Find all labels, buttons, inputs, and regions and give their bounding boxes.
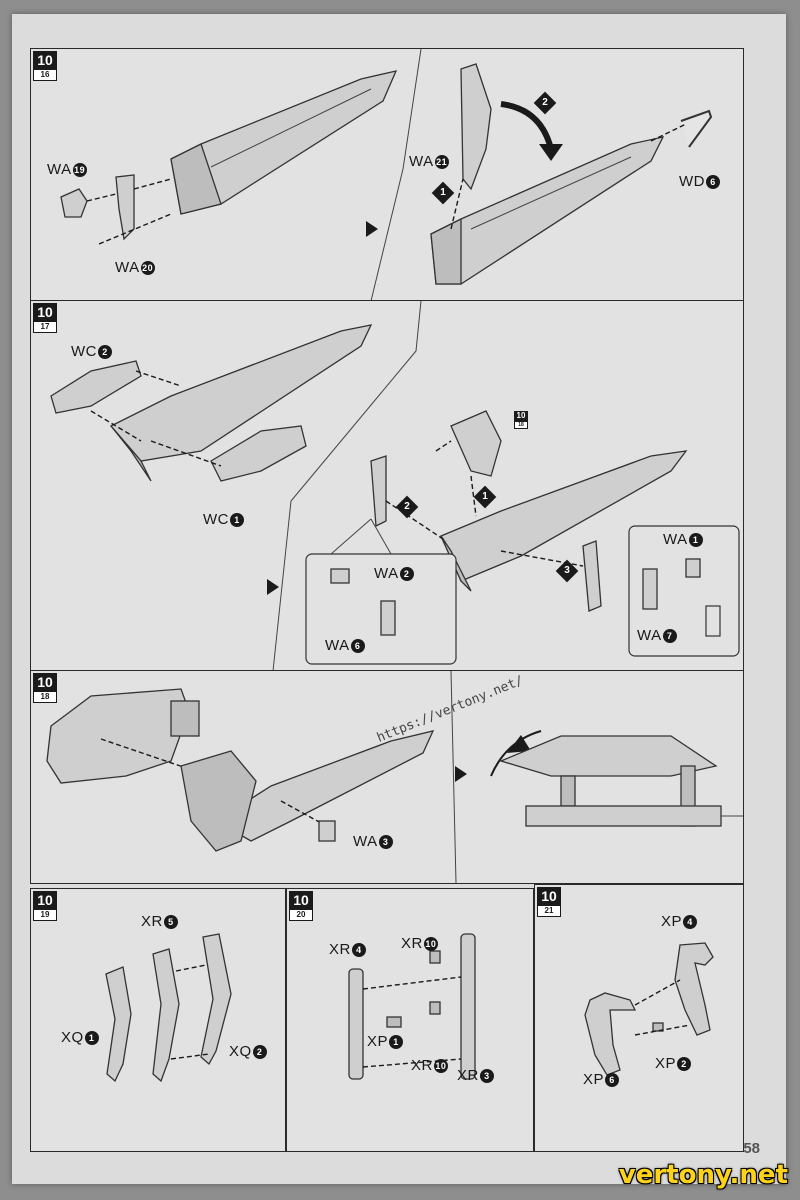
step-number: 10 [33, 303, 57, 321]
substep-number: 18 [33, 691, 57, 703]
substep-number: 20 [289, 909, 313, 921]
step-badge: 10 16 [33, 51, 57, 81]
next-arrow-icon [455, 766, 467, 782]
step-number: 10 [289, 891, 313, 909]
next-arrow-icon [366, 221, 378, 237]
sequence-marker-2: 2 [533, 91, 557, 115]
step-18-diagram [46, 671, 743, 883]
inner-step-number: 10 [514, 411, 528, 421]
step-17-diagram [50, 301, 740, 671]
step-16-diagram [60, 49, 713, 301]
step-badge: 10 20 [289, 891, 313, 921]
substep-number: 17 [33, 321, 57, 333]
step-badge: 10 19 [33, 891, 57, 921]
step-21-diagram [584, 942, 714, 1076]
step-number: 10 [33, 673, 57, 691]
step-20-diagram [348, 933, 476, 1080]
page-number: 58 [743, 1140, 760, 1157]
inner-substep-number: 18 [514, 421, 528, 429]
step-number: 10 [33, 51, 57, 69]
sequence-marker-2: 2 [395, 495, 419, 519]
site-watermark: vertony.net [618, 1160, 788, 1190]
sequence-marker-1: 1 [473, 485, 497, 509]
sequence-marker-3: 3 [555, 559, 579, 583]
inner-step-badge: 10 18 [514, 411, 528, 429]
sequence-marker-1: 1 [431, 181, 455, 205]
step-19-diagram [105, 933, 232, 1083]
next-arrow-icon [267, 579, 279, 595]
step-number: 10 [33, 891, 57, 909]
step-badge: 10 18 [33, 673, 57, 703]
substep-number: 21 [537, 905, 561, 917]
step-badge: 10 21 [537, 887, 561, 917]
substep-number: 19 [33, 909, 57, 921]
step-badge: 10 17 [33, 303, 57, 333]
step-number: 10 [537, 887, 561, 905]
substep-number: 16 [33, 69, 57, 81]
step-panel-17: 10 17 [30, 300, 744, 672]
